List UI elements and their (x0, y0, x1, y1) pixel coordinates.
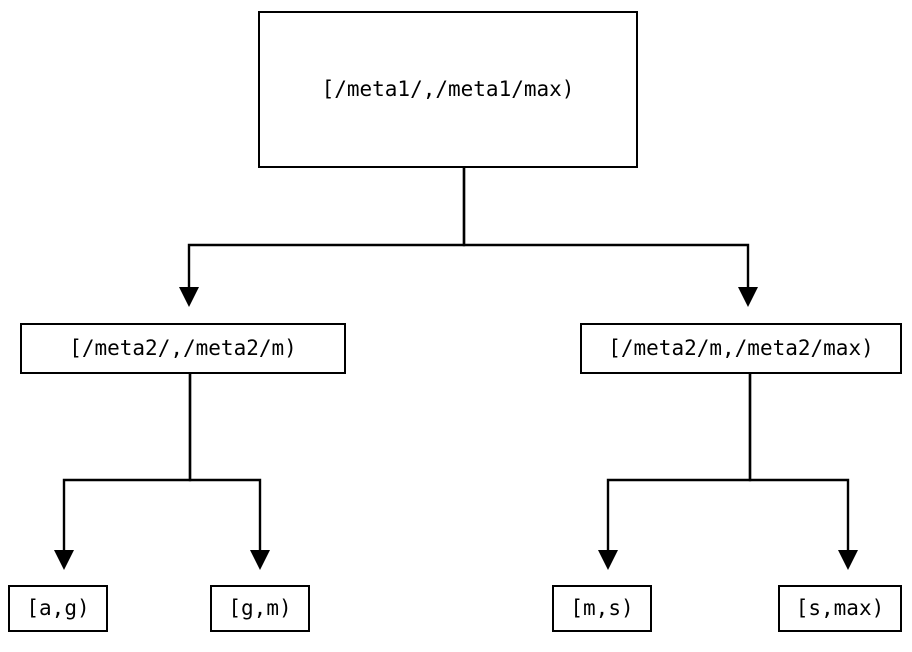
node-label: [m,s) (570, 596, 634, 620)
arrowhead-icon (598, 550, 618, 570)
tree-node-mid-left[interactable]: [/meta2/,/meta2/m) (20, 323, 346, 374)
edge-line (187, 168, 466, 287)
node-label: [g,m) (228, 596, 292, 620)
arrowhead-icon (54, 550, 74, 570)
tree-edge (54, 374, 192, 570)
tree-node-leaf-g-m[interactable]: [g,m) (210, 585, 310, 632)
node-label: [a,g) (26, 596, 90, 620)
tree-edge (748, 374, 858, 570)
arrowhead-icon (838, 550, 858, 570)
tree-edge (188, 374, 270, 570)
node-label: [/meta2/,/meta2/m) (69, 336, 297, 360)
node-label: [/meta2/m,/meta2/max) (608, 336, 874, 360)
node-label: [/meta1/,/meta1/max) (321, 77, 575, 101)
tree-edge (179, 168, 466, 307)
node-label: [s,max) (795, 596, 885, 620)
tree-edge (598, 374, 752, 570)
tree-node-leaf-s-max[interactable]: [s,max) (778, 585, 902, 632)
edge-line (748, 374, 850, 550)
arrowhead-icon (179, 287, 199, 307)
edge-line (188, 374, 262, 550)
tree-node-mid-right[interactable]: [/meta2/m,/meta2/max) (580, 323, 902, 374)
tree-node-root[interactable]: [/meta1/,/meta1/max) (258, 11, 638, 168)
edge-line (62, 374, 192, 550)
tree-node-leaf-a-g[interactable]: [a,g) (8, 585, 108, 632)
arrowhead-icon (738, 287, 758, 307)
edge-line (606, 374, 752, 550)
edge-line (462, 168, 750, 287)
tree-edge (462, 168, 758, 307)
tree-node-leaf-m-s[interactable]: [m,s) (552, 585, 652, 632)
arrowhead-icon (250, 550, 270, 570)
